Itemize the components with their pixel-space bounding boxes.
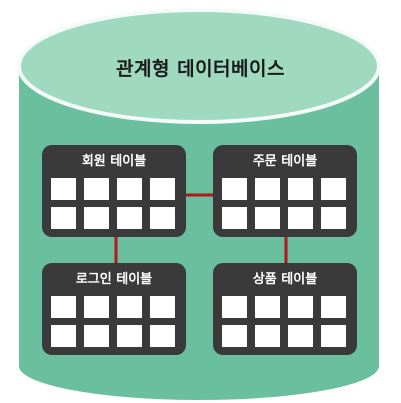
table-cell — [222, 207, 247, 229]
login-table — [42, 263, 186, 355]
table-cell — [117, 325, 142, 347]
table-cell — [84, 296, 109, 318]
table-cell — [321, 296, 346, 318]
table-cell — [321, 325, 346, 347]
order-table-grid — [222, 178, 346, 229]
order-table-title: 주문 테이블 — [252, 154, 318, 169]
table-cell — [84, 207, 109, 229]
table-cell — [288, 207, 313, 229]
login-table-title: 로그인 테이블 — [75, 272, 153, 287]
table-cell — [84, 325, 109, 347]
table-cell — [84, 178, 109, 200]
table-cell — [51, 296, 76, 318]
table-cell — [288, 178, 313, 200]
table-cell — [321, 178, 346, 200]
login-table-grid — [51, 296, 175, 347]
table-cell — [288, 296, 313, 318]
member-table-title: 회원 테이블 — [81, 154, 147, 169]
product-table-title: 상품 테이블 — [252, 272, 318, 287]
table-cell — [117, 178, 142, 200]
table-cell — [150, 325, 175, 347]
table-cell — [321, 207, 346, 229]
table-cell — [51, 325, 76, 347]
member-table-grid — [51, 178, 175, 229]
table-cell — [150, 296, 175, 318]
member-table — [42, 145, 186, 237]
table-cell — [255, 325, 280, 347]
product-table-grid — [222, 296, 346, 347]
table-cell — [288, 325, 313, 347]
table-cell — [222, 296, 247, 318]
table-cell — [150, 178, 175, 200]
order-table — [213, 145, 357, 237]
table-cell — [255, 178, 280, 200]
table-cell — [150, 207, 175, 229]
table-cell — [222, 325, 247, 347]
table-cell — [255, 296, 280, 318]
table-cell — [222, 178, 247, 200]
table-cell — [255, 207, 280, 229]
table-cell — [117, 207, 142, 229]
database-title: 관계형 데이터베이스 — [116, 58, 285, 80]
table-cell — [51, 178, 76, 200]
product-table — [213, 263, 357, 355]
table-cell — [117, 296, 142, 318]
cylinder-top — [17, 8, 381, 124]
table-cell — [51, 207, 76, 229]
